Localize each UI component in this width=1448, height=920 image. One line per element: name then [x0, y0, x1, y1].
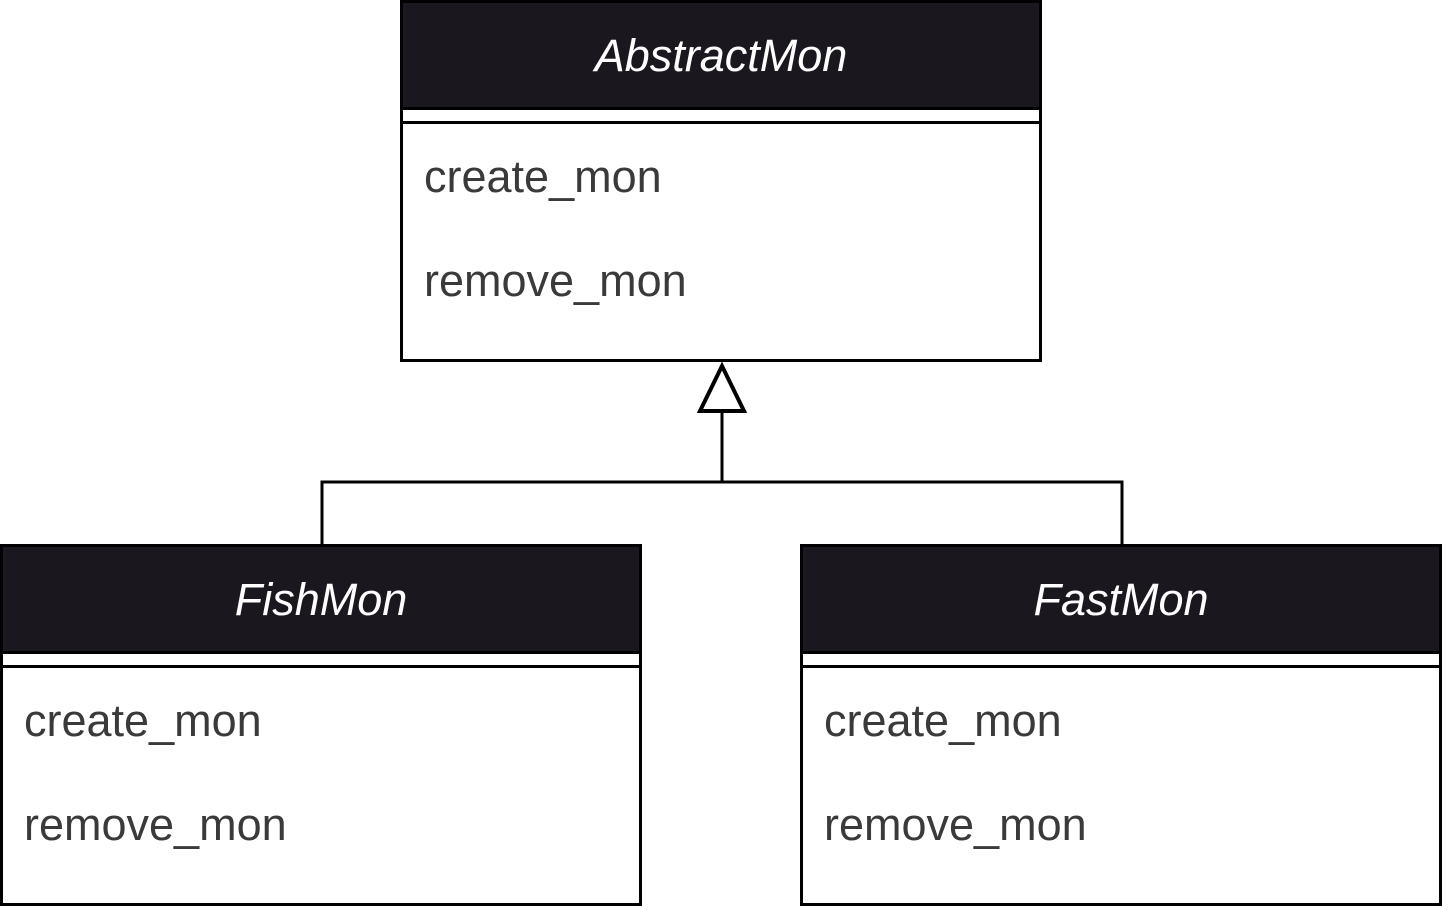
class-name: FishMon [234, 573, 408, 625]
attribute-divider [803, 665, 1439, 668]
attribute-divider [403, 121, 1039, 124]
class-fishmon[interactable]: FishMon create_mon remove_mon [0, 544, 642, 906]
class-abstractmon[interactable]: AbstractMon create_mon remove_mon [400, 0, 1042, 362]
operation-item: remove_mon [424, 254, 687, 306]
class-header: FishMon [3, 547, 639, 654]
class-header: FastMon [803, 547, 1439, 654]
inheritance-arrowhead [696, 361, 748, 413]
operation-item: create_mon [424, 150, 662, 202]
operations-list: create_mon remove_mon [424, 124, 1039, 332]
operation-item: create_mon [24, 694, 262, 746]
class-header: AbstractMon [403, 3, 1039, 110]
operation-item: remove_mon [824, 798, 1087, 850]
operation-item: create_mon [824, 694, 1062, 746]
class-name: AbstractMon [594, 29, 848, 81]
operation-item: remove_mon [24, 798, 287, 850]
class-name: FastMon [1033, 573, 1209, 625]
operations-list: create_mon remove_mon [24, 668, 639, 876]
operations-list: create_mon remove_mon [824, 668, 1439, 876]
class-fastmon[interactable]: FastMon create_mon remove_mon [800, 544, 1442, 906]
attribute-divider [3, 665, 639, 668]
